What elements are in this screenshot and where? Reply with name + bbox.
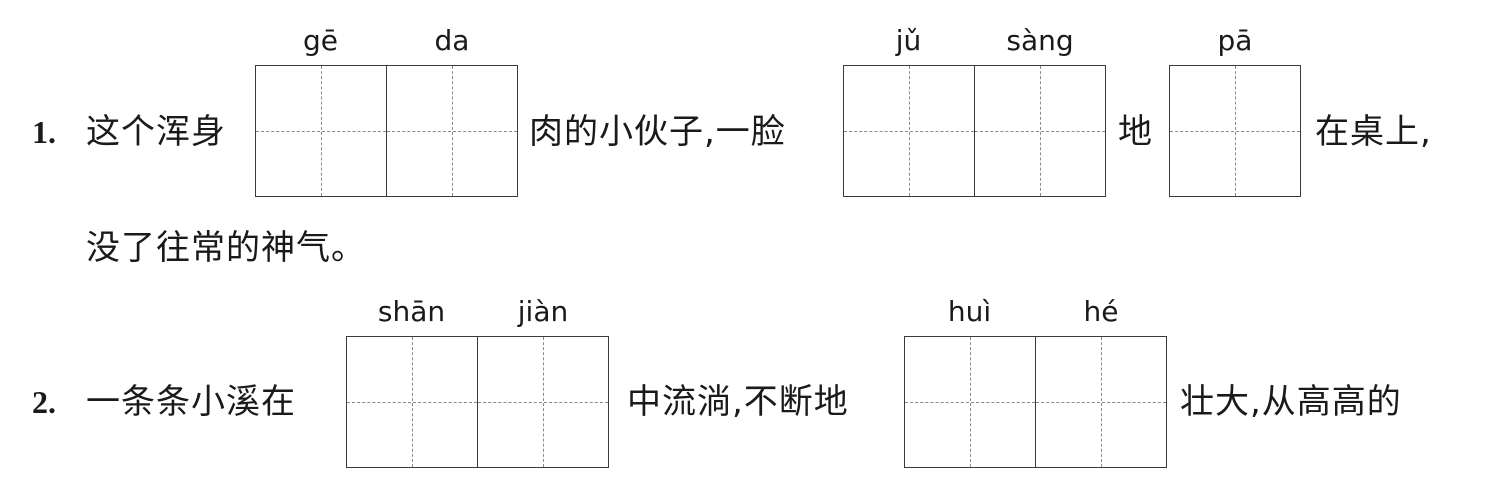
pinyin-ju: jǔ (895, 24, 922, 57)
q1-text-2: 肉的小伙子,一脸 (529, 112, 786, 152)
answer-box-da[interactable] (386, 65, 518, 197)
q1-text-4: 在桌上, (1315, 112, 1432, 152)
answer-box-hui[interactable] (904, 336, 1036, 468)
pinyin-da: da (434, 24, 470, 57)
question-2-number: 2. (32, 384, 56, 420)
question-1-number: 1. (32, 114, 56, 150)
pinyin-shan: shān (377, 295, 446, 328)
pinyin-ge: gē (303, 24, 338, 57)
q2-text-1: 一条条小溪在 (86, 382, 296, 422)
pinyin-sang: sàng (1006, 24, 1074, 57)
pinyin-hui: huì (947, 295, 992, 328)
answer-box-ju[interactable] (843, 65, 975, 197)
q1-text-line2: 没了往常的神气。 (86, 228, 366, 268)
pinyin-jian: jiàn (517, 295, 569, 328)
answer-box-pa[interactable] (1169, 65, 1301, 197)
pinyin-he: hé (1083, 295, 1119, 328)
q2-text-3: 壮大,从高高的 (1180, 382, 1402, 422)
answer-box-ge[interactable] (255, 65, 387, 197)
answer-box-jian[interactable] (477, 336, 609, 468)
pinyin-pa: pā (1217, 24, 1253, 57)
q1-text-3: 地 (1118, 112, 1153, 152)
answer-box-sang[interactable] (974, 65, 1106, 197)
q2-text-2: 中流淌,不断地 (627, 382, 849, 422)
q1-text-1: 这个浑身 (86, 112, 226, 152)
answer-box-shan[interactable] (346, 336, 478, 468)
answer-box-he[interactable] (1035, 336, 1167, 468)
